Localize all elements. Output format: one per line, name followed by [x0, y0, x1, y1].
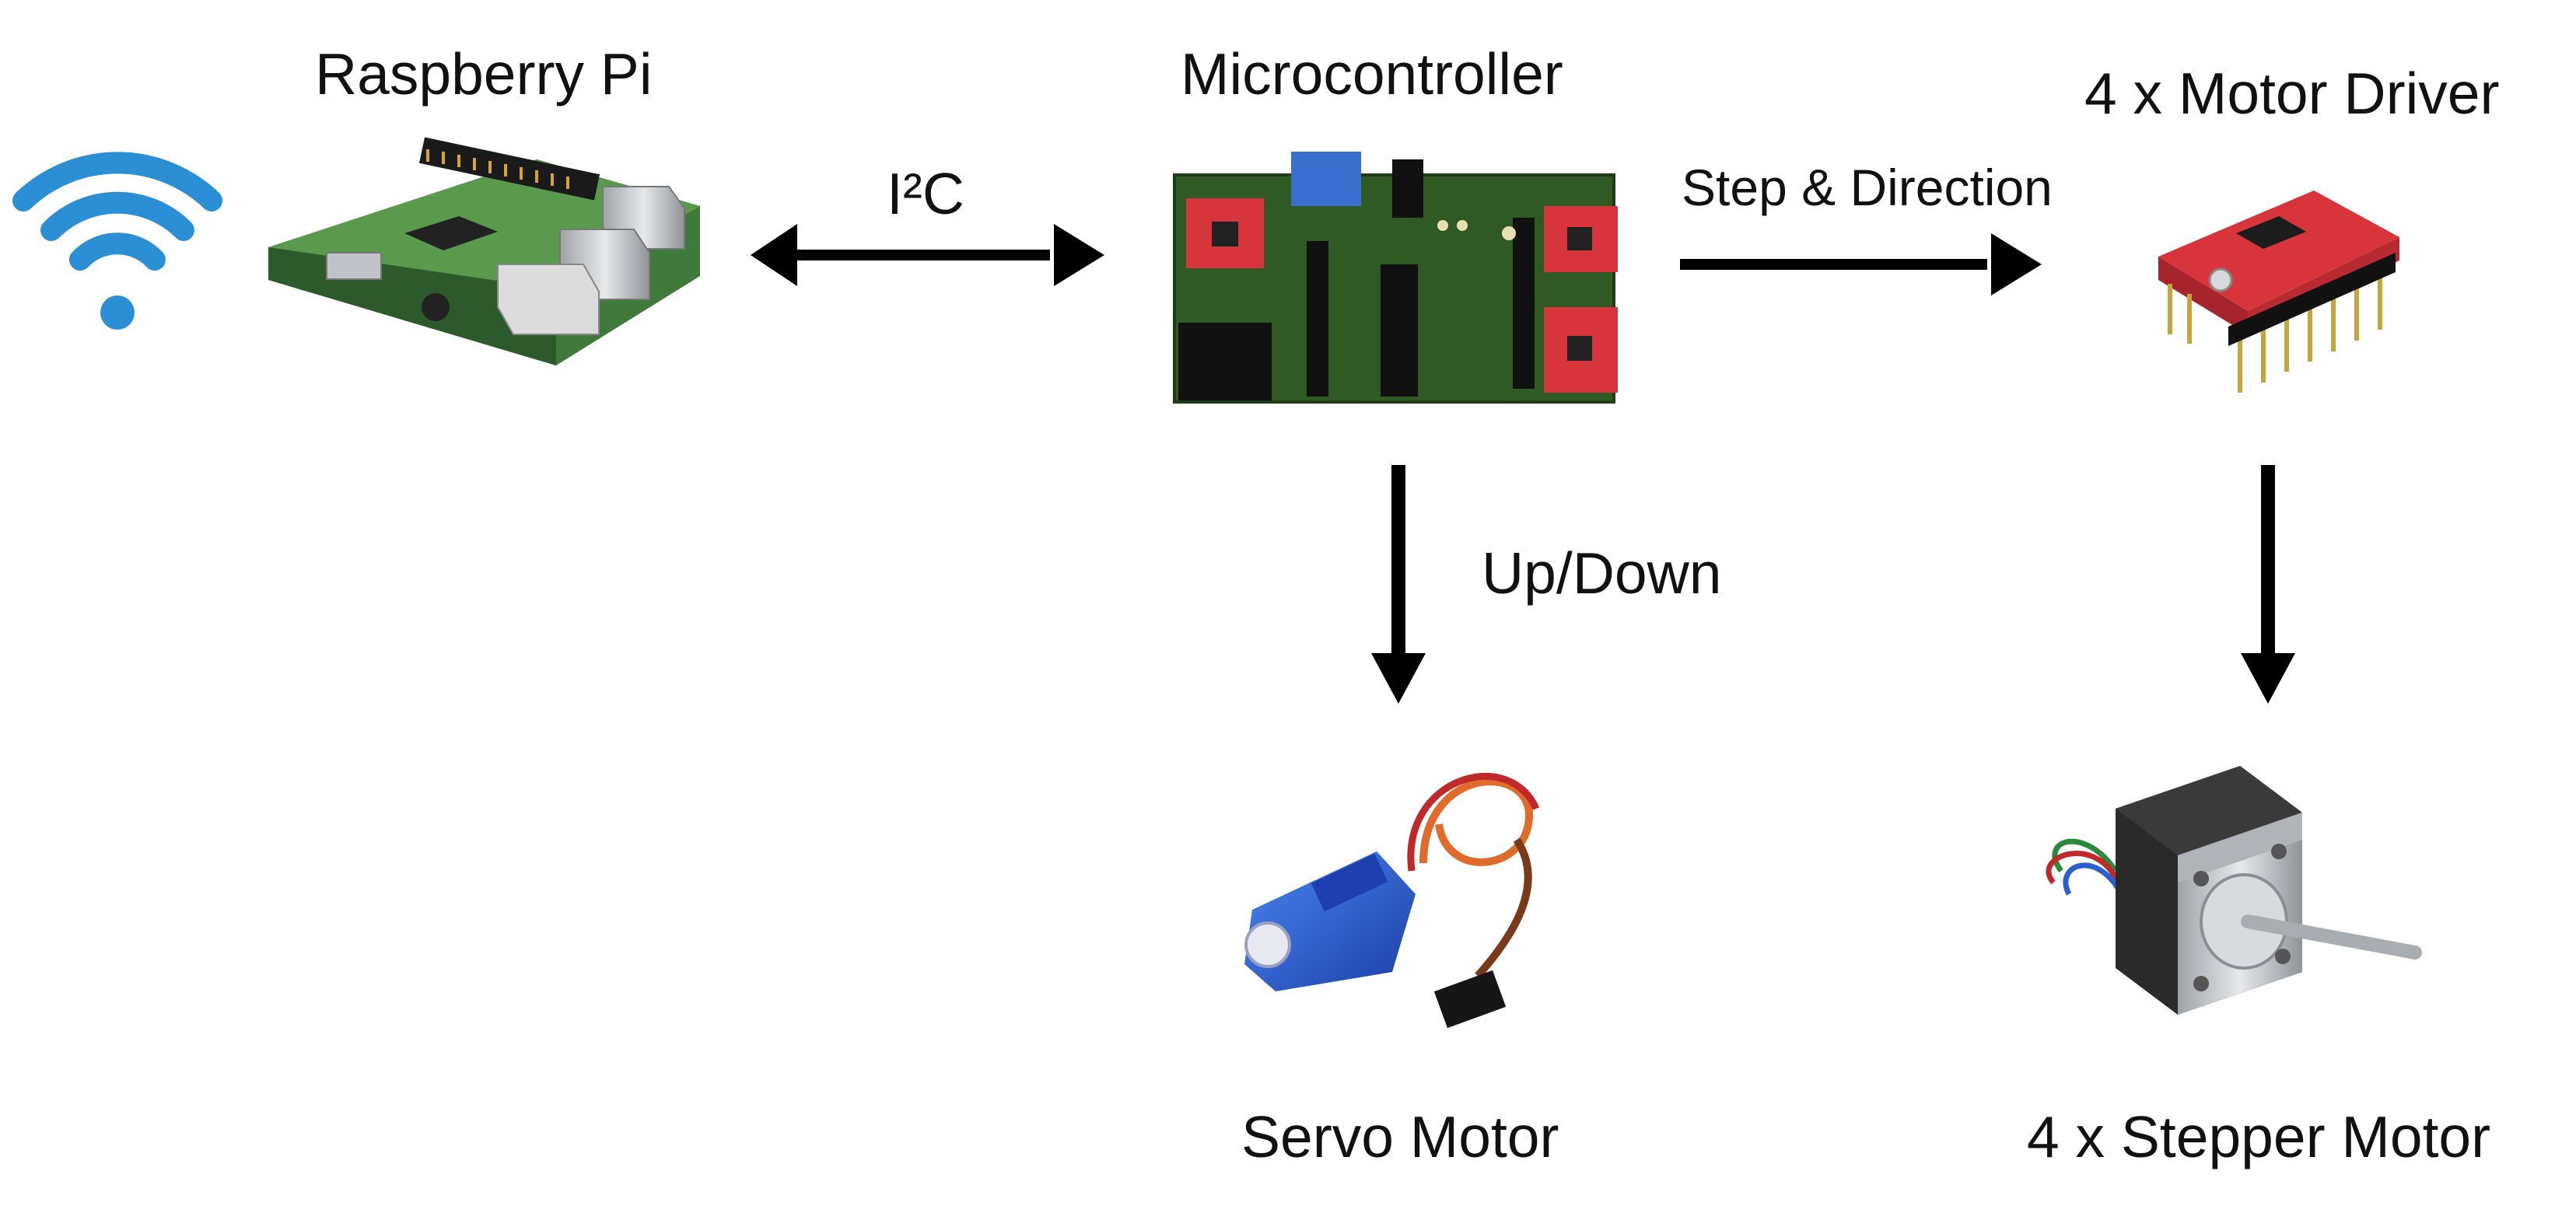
driver-to-stepper-arrow	[2241, 465, 2295, 704]
step-direction-arrow	[1680, 233, 2042, 295]
i2c-double-arrow	[751, 224, 1104, 286]
step-direction-edge-label: Step & Direction	[1682, 159, 2053, 216]
stepper-motor-image	[2046, 766, 2422, 1015]
raspberry-pi-board-image	[268, 137, 700, 365]
up-down-edge-label: Up/Down	[1482, 540, 1722, 606]
servo-motor-label: Servo Motor	[1241, 1104, 1559, 1169]
motor-driver-image	[2158, 191, 2399, 393]
microcontroller-board-image	[1173, 152, 1618, 404]
motor-driver-label: 4 x Motor Driver	[2084, 61, 2500, 126]
up-down-arrow	[1371, 465, 1426, 704]
raspberry-pi-label: Raspberry Pi	[315, 41, 653, 107]
stepper-motor-label: 4 x Stepper Motor	[2027, 1104, 2491, 1169]
microcontroller-label: Microcontroller	[1181, 41, 1563, 107]
i2c-edge-label: I²C	[887, 161, 964, 226]
servo-motor-image	[1244, 772, 1540, 1029]
wifi-icon	[12, 152, 222, 330]
